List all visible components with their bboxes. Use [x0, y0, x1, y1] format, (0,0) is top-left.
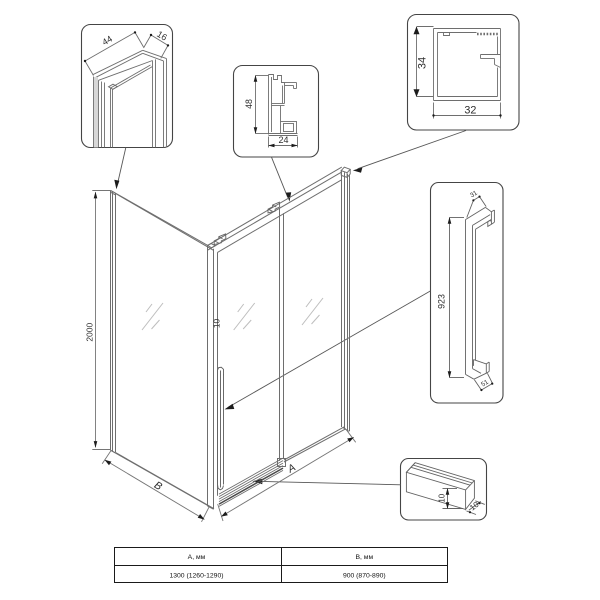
svg-text:24: 24	[278, 135, 288, 145]
svg-text:А, мм: А, мм	[188, 554, 206, 561]
svg-text:44: 44	[100, 34, 114, 48]
svg-text:51: 51	[480, 378, 490, 388]
svg-text:16: 16	[155, 29, 169, 43]
svg-text:900 (870-890): 900 (870-890)	[343, 573, 386, 580]
svg-text:34: 34	[416, 57, 428, 69]
svg-text:В, мм: В, мм	[355, 554, 373, 561]
svg-text:923: 923	[436, 294, 446, 309]
svg-text:32: 32	[464, 105, 476, 117]
svg-text:31: 31	[469, 189, 479, 199]
svg-text:10: 10	[211, 319, 221, 329]
svg-text:10: 10	[438, 493, 447, 502]
svg-text:2000: 2000	[84, 322, 94, 341]
svg-text:1300 (1260-1290): 1300 (1260-1290)	[169, 573, 223, 580]
svg-text:48: 48	[244, 99, 254, 109]
